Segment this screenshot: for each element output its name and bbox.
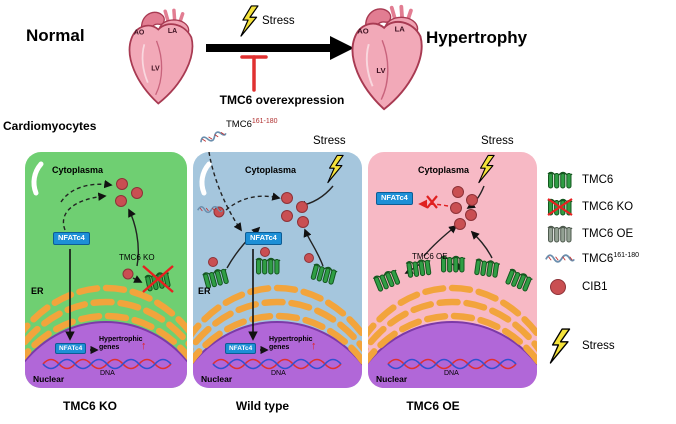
stress-bolt-icon	[327, 154, 344, 184]
heart-normal-illustration	[118, 6, 202, 107]
progression-arrow	[206, 36, 354, 60]
dna-helix	[42, 358, 172, 370]
cardiomyocytes-label: Cardiomyocytes	[3, 119, 97, 133]
legend-item-stress: Stress	[545, 328, 615, 364]
panel-tmc6-oe: Cytoplasma NFATc4 TMC6 OE DNA Nuclear	[368, 152, 537, 388]
er-membrane	[368, 284, 537, 366]
legend-item-tmc6-oe: TMC6 OE	[545, 224, 633, 244]
upregulation-arrow-icon: ↑	[311, 340, 317, 352]
legend-label: TMC6161-180	[582, 252, 639, 265]
knockout-x-icon	[142, 265, 174, 293]
tmc6-channel-icons	[201, 257, 339, 290]
tmc6-channel-icon	[545, 170, 575, 190]
caption-tmc6-oe: TMC6 OE	[406, 399, 460, 413]
legend-item-cib1: CIB1	[545, 278, 608, 296]
nfatc4-cytoplasm-box: NFATc4	[376, 192, 413, 205]
tmc6-peptide-icon	[198, 127, 228, 148]
hypertrophic-genes-label: Hypertrophic genes	[269, 336, 313, 352]
nfatc4-nucleus-box: NFATc4	[225, 343, 257, 355]
cytoplasm-label: Cytoplasma	[418, 165, 470, 175]
er-membrane	[25, 284, 187, 361]
dna-helix	[387, 358, 517, 370]
er-label: ER	[198, 286, 211, 296]
nucleus-shape	[368, 321, 537, 388]
panel-tmc6-ko: Cytoplasma NFATc4 TMC6 KO ER NFATc4 Hype…	[25, 152, 187, 388]
stress-bolt-icon	[478, 154, 495, 184]
tmc6-oe-annotation: TMC6 OE	[412, 252, 448, 261]
dna-label: DNA	[100, 370, 115, 377]
cib1-icon	[550, 279, 566, 295]
signal-arrows	[60, 179, 143, 283]
legend-item-tmc6-peptide: TMC6161-180	[545, 252, 639, 265]
nfatc4-nucleus-box: NFATc4	[55, 343, 87, 355]
cytoplasm-label: Cytoplasma	[52, 165, 104, 175]
er-membrane	[193, 284, 362, 366]
dna-label: DNA	[444, 370, 459, 377]
peptide-superscript: 161-180	[251, 118, 278, 125]
stress-label-oe: Stress	[481, 135, 514, 147]
legend-item-tmc6: TMC6	[545, 170, 613, 190]
cib1-molecules	[208, 192, 314, 267]
legend-label: TMC6 KO	[582, 201, 634, 213]
stress-label-wildtype: Stress	[313, 135, 346, 147]
caption-wild-type: Wild type	[235, 399, 290, 413]
stress-label-top: Stress	[262, 15, 295, 27]
inhibition-tbar-icon	[240, 55, 268, 92]
upregulation-arrow-icon: ↑	[141, 340, 147, 352]
er-label: ER	[31, 286, 44, 296]
inhibitor-label: TMC6 overexpression	[219, 93, 345, 107]
panel-tmc6-ko-graphics	[25, 161, 187, 388]
tmc6-peptide-icon	[545, 252, 575, 265]
nucleus-shape	[193, 321, 362, 388]
nuclear-label: Nuclear	[33, 374, 65, 384]
legend-label: CIB1	[582, 281, 608, 293]
cytoplasm-label: Cytoplasma	[245, 165, 297, 175]
legend-label-sup: 161-180	[613, 252, 640, 260]
membrane-shine	[31, 161, 44, 196]
caption-tmc6-ko: TMC6 KO	[63, 399, 117, 413]
hypertrophy-label: Hypertrophy	[426, 28, 528, 47]
cib1-molecules	[115, 178, 143, 280]
nuclear-label: Nuclear	[201, 374, 233, 384]
stress-bolt-icon	[545, 328, 575, 364]
tmc6-ko-channel-icon	[545, 198, 575, 216]
panel-tmc6-oe-graphics	[368, 154, 537, 388]
legend-label-text: TMC6	[582, 252, 614, 265]
hypertrophic-genes-label: Hypertrophic genes	[99, 336, 143, 352]
legend-label: TMC6	[582, 174, 614, 186]
tmc6-oe-channel-icon	[545, 224, 575, 244]
cib1-molecules	[450, 186, 478, 230]
legend-item-tmc6-ko: TMC6 KO	[545, 197, 633, 217]
panel-wild-type-graphics	[193, 152, 362, 388]
legend-label: Stress	[582, 340, 615, 352]
dna-helix	[212, 358, 342, 370]
nfatc4-cytoplasm-box: NFATc4	[53, 232, 90, 245]
tmc6-ko-annotation: TMC6 KO	[119, 253, 155, 262]
nuclear-label: Nuclear	[376, 374, 408, 384]
nfatc4-cytoplasm-box: NFATc4	[245, 232, 282, 245]
legend-label: TMC6 OE	[582, 228, 634, 240]
heart-hypertrophy-illustration	[340, 2, 432, 113]
blocked-x-icon	[426, 195, 438, 209]
normal-label: Normal	[26, 26, 85, 45]
panel-wild-type: Cytoplasma NFATc4 ER NFATc4 Hypertrophic…	[193, 152, 362, 388]
tmc6-peptide-label: TMC6161-180	[226, 118, 278, 130]
stress-bolt-icon	[240, 5, 259, 37]
dna-label: DNA	[271, 370, 286, 377]
membrane-shine	[199, 161, 212, 196]
peptide-name: TMC6	[226, 119, 252, 131]
